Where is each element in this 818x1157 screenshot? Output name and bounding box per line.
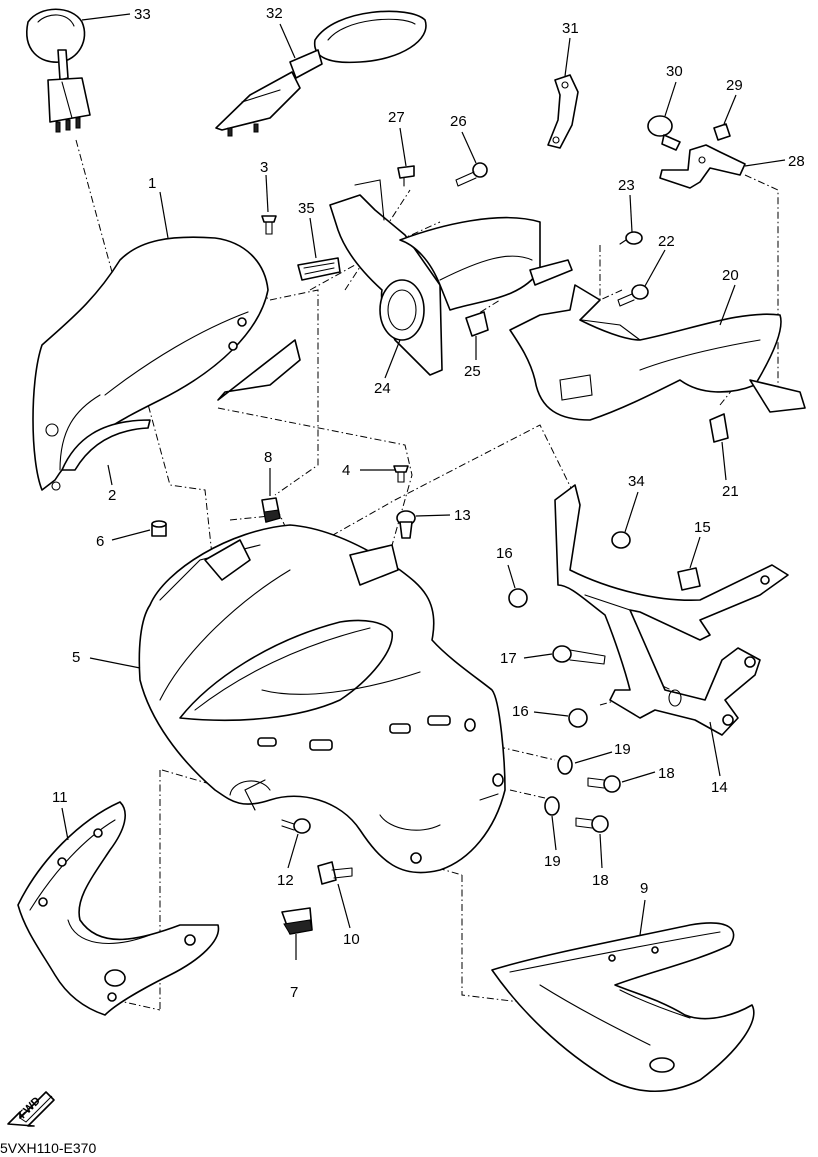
screw-26	[455, 162, 488, 187]
relay-30	[647, 115, 681, 151]
clip-25	[465, 311, 489, 337]
callout-18-upper: 18	[658, 765, 675, 782]
inner-panel-20	[509, 284, 806, 421]
front-cowling	[138, 524, 506, 874]
callout-20: 20	[722, 267, 739, 284]
damper-16-upper	[508, 588, 528, 608]
callout-11: 11	[52, 789, 68, 806]
callout-35: 35	[298, 200, 315, 217]
screw-22	[617, 284, 649, 307]
callout-6: 6	[96, 533, 104, 550]
cowling-stay-14	[554, 484, 789, 736]
callout-14: 14	[711, 779, 728, 796]
clip-21	[709, 413, 729, 443]
washer-19-upper	[557, 755, 573, 775]
label-decal	[297, 257, 341, 281]
windscreen	[32, 236, 269, 491]
callout-31: 31	[562, 20, 579, 37]
right-mirror	[215, 10, 427, 137]
callout-34: 34	[628, 473, 645, 490]
callout-29: 29	[726, 77, 743, 94]
bolt-10	[317, 861, 353, 885]
bracket-28	[659, 144, 746, 189]
callout-28: 28	[788, 153, 805, 170]
callout-21: 21	[722, 483, 739, 500]
callout-9: 9	[640, 880, 648, 897]
left-mirror	[26, 8, 91, 133]
callout-3: 3	[260, 159, 268, 176]
callout-4: 4	[342, 462, 350, 479]
callout-32: 32	[266, 5, 283, 22]
reference-code: 5VXH110-E370	[0, 1140, 97, 1156]
bolt-17	[552, 645, 606, 665]
bolt-18-lower	[575, 815, 609, 833]
callout-labels: 1 2 3 4 5 6 7 8 9 10 11 12 13 14 15 16 1…	[52, 5, 805, 1001]
callout-24: 24	[374, 380, 391, 397]
callout-18-lower: 18	[592, 872, 609, 889]
callout-16-lower: 16	[512, 703, 529, 720]
callout-19-lower: 19	[544, 853, 561, 870]
callout-7: 7	[290, 984, 298, 1001]
callout-19-upper: 19	[614, 741, 631, 758]
windscreen-trim	[61, 419, 151, 471]
nut-7	[281, 907, 313, 935]
callout-15: 15	[694, 519, 711, 536]
side-panel-left	[17, 801, 220, 1016]
screw-23	[619, 231, 643, 245]
screw-4	[393, 465, 409, 483]
callout-2: 2	[108, 487, 116, 504]
grommet-29	[713, 123, 731, 141]
callout-26: 26	[450, 113, 467, 130]
washer-19-lower	[544, 796, 560, 816]
callout-12: 12	[277, 872, 294, 889]
callout-8: 8	[264, 449, 272, 466]
callout-1: 1	[148, 175, 156, 192]
nut-34	[611, 531, 631, 549]
callout-16-upper: 16	[496, 545, 513, 562]
bracket-31	[547, 74, 579, 149]
callout-17: 17	[500, 650, 517, 667]
callout-33: 33	[134, 6, 151, 23]
clip-nut-8	[261, 497, 281, 523]
callout-5: 5	[72, 649, 80, 666]
callout-22: 22	[658, 233, 675, 250]
callout-13: 13	[454, 507, 471, 524]
callout-23: 23	[618, 177, 635, 194]
side-panel-right	[491, 922, 755, 1093]
leader-lines	[61, 13, 786, 960]
screw-27	[397, 165, 415, 187]
callout-10: 10	[343, 931, 360, 948]
rivet-13	[396, 510, 416, 539]
damper-15	[677, 567, 701, 591]
bolt-12	[281, 818, 311, 834]
callout-25: 25	[464, 363, 481, 380]
inner-panel-24	[329, 179, 573, 376]
callout-30: 30	[666, 63, 683, 80]
bolt-18-upper	[587, 775, 621, 793]
inner-panel-small	[217, 339, 301, 401]
screw-3	[261, 215, 277, 235]
forward-direction-icon: FWD	[7, 1091, 55, 1127]
callout-27: 27	[388, 109, 405, 126]
damper-16-lower	[568, 708, 588, 728]
grommet-6	[151, 520, 167, 537]
